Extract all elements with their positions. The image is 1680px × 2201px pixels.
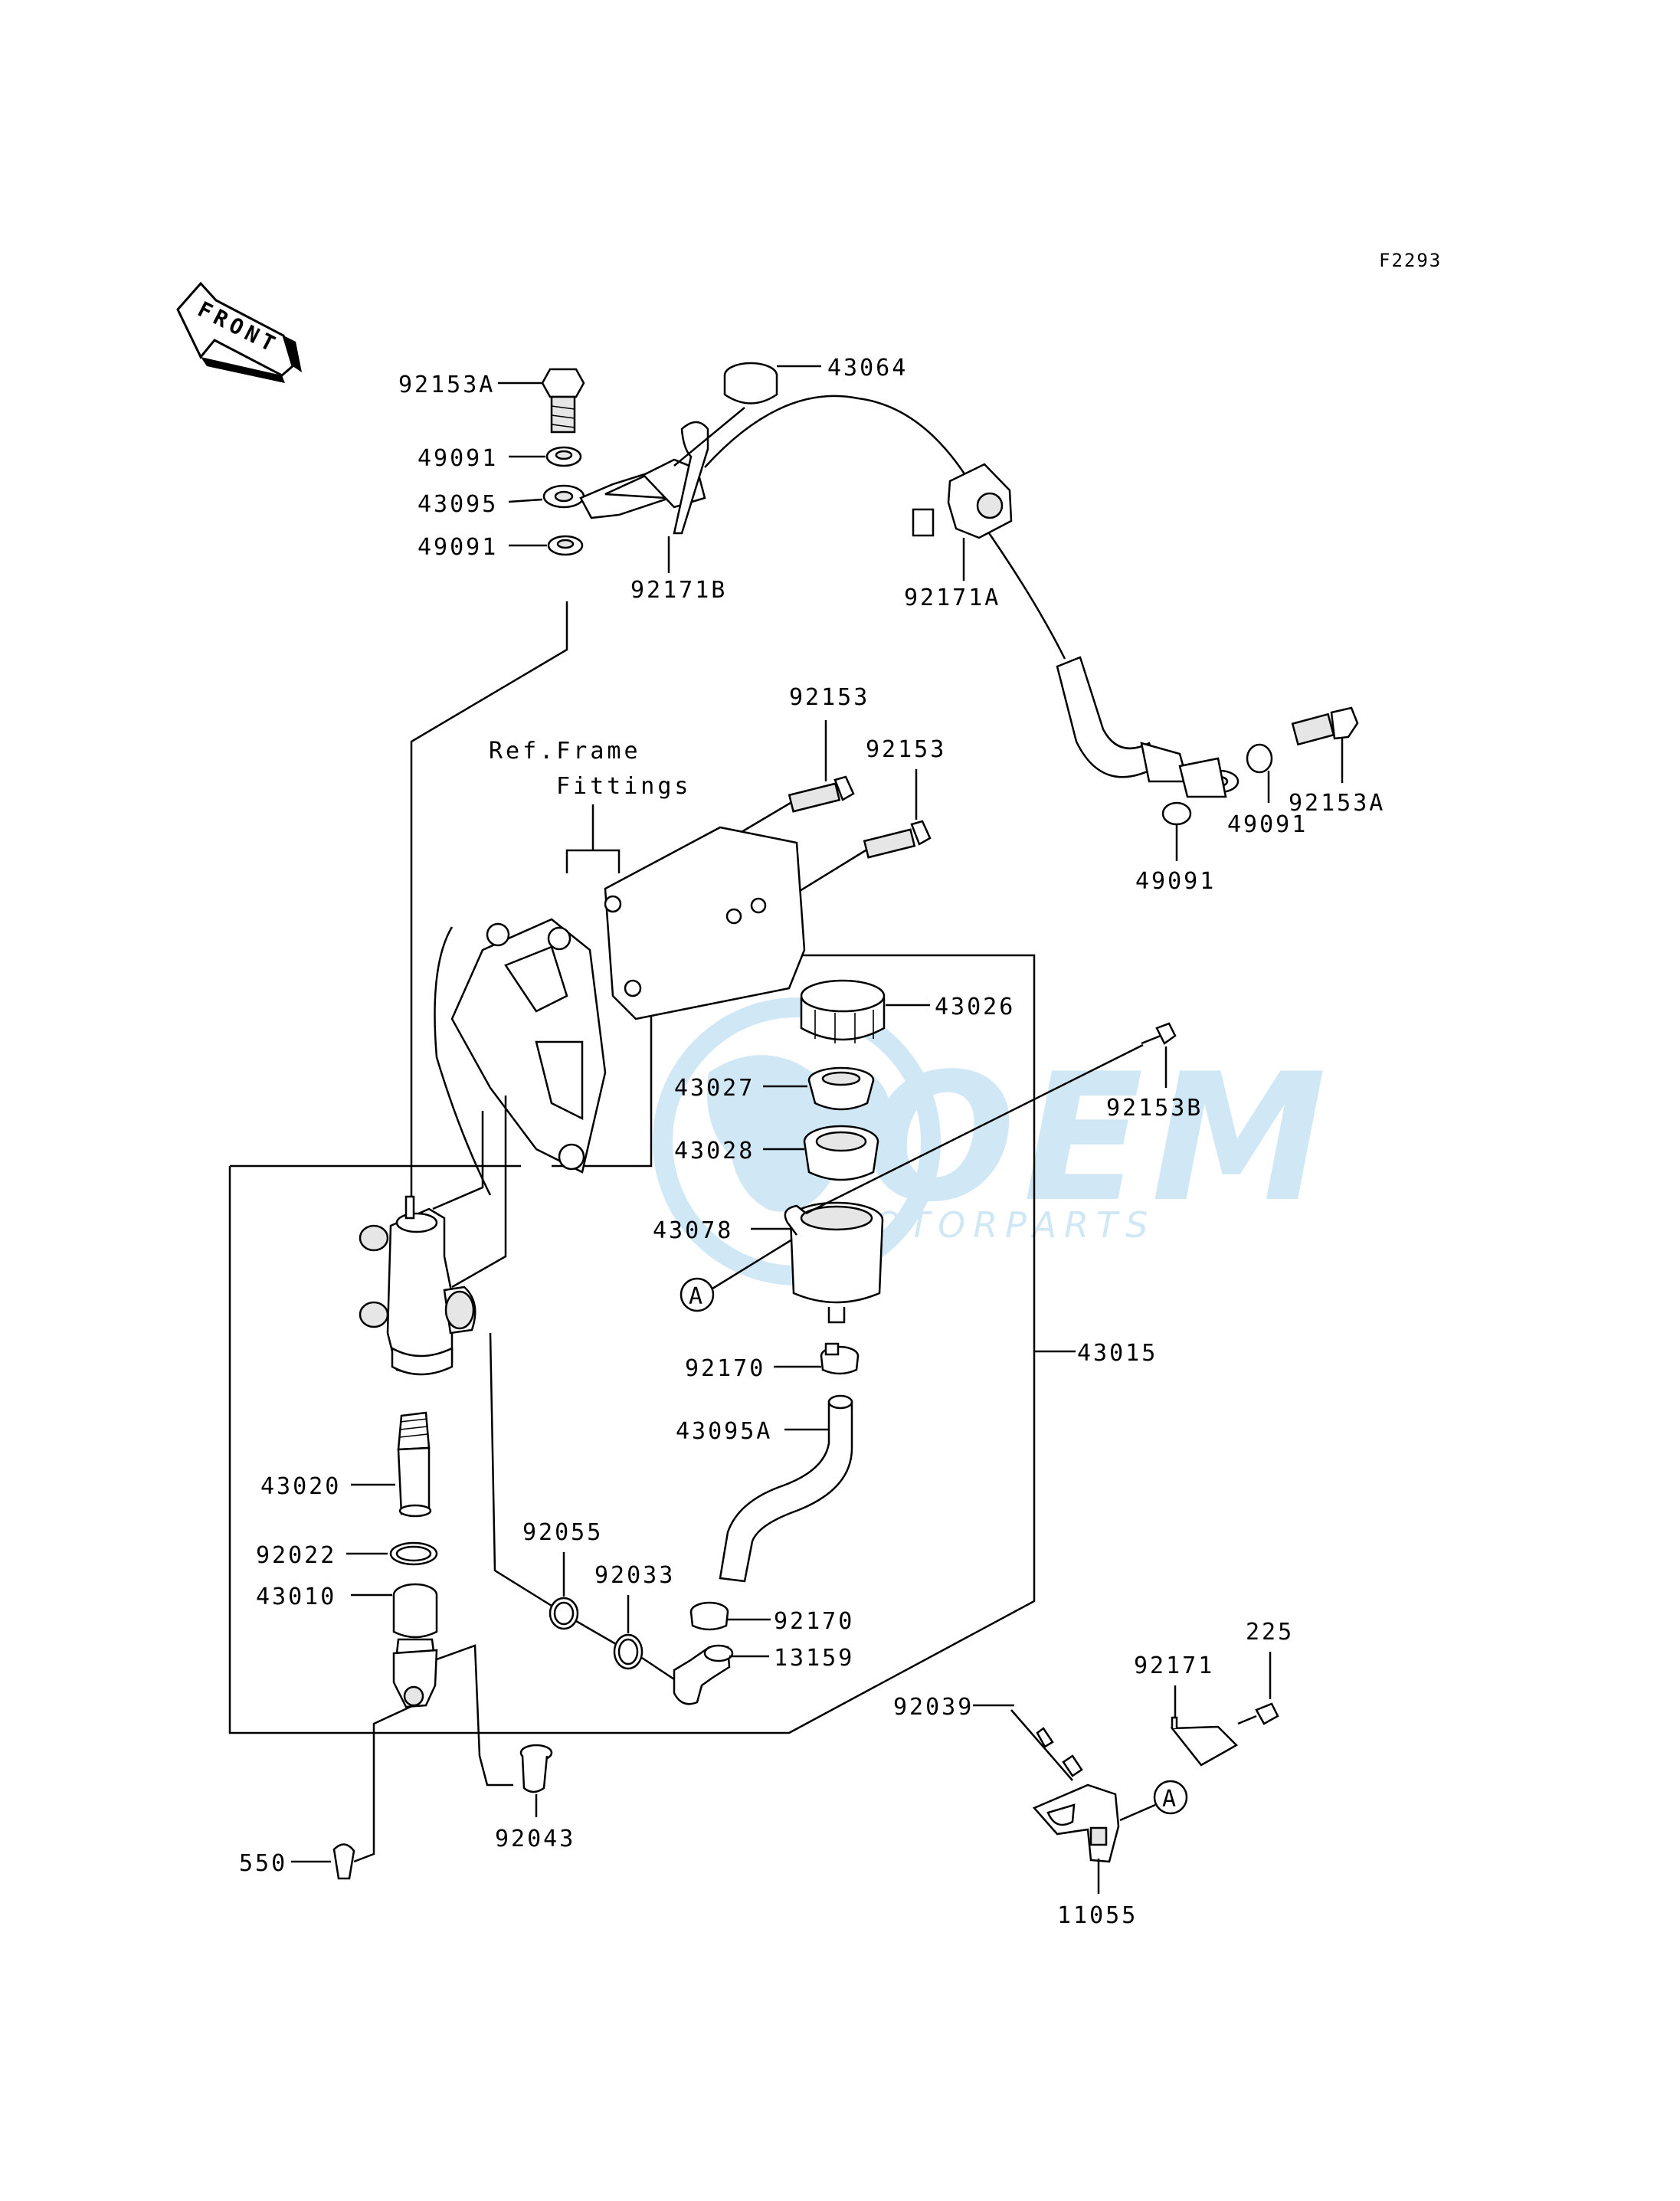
label-49091-a: 49091 (418, 445, 498, 472)
label-225: 225 (1246, 1619, 1294, 1646)
hose-clip-92171B (673, 421, 709, 535)
circlip-92033 (613, 1633, 644, 1670)
label-92153-a: 92153 (789, 684, 869, 711)
label-43015: 43015 (1077, 1340, 1158, 1367)
label-49091-d: 49091 (1135, 868, 1216, 895)
label-550: 550 (239, 1850, 287, 1877)
label-92170-a: 92170 (685, 1355, 765, 1382)
banjo-fitting-43095 (542, 458, 706, 519)
snap-ring-92022 (389, 1541, 438, 1566)
washer-49091-c (1246, 743, 1273, 774)
reservoir-cap-43026 (800, 979, 886, 1043)
diaphragm-plate-43027 (807, 1066, 875, 1111)
hose-clamp-92171A (912, 463, 1013, 539)
label-92153A-right: 92153A (1289, 790, 1385, 817)
label-43027: 43027 (674, 1075, 755, 1102)
hose-joint-13159 (673, 1644, 734, 1705)
banjo-fitting-right (1178, 757, 1240, 798)
cotter-pin-550 (332, 1843, 355, 1880)
label-92171A: 92171A (904, 585, 1000, 611)
label-43028: 43028 (674, 1138, 755, 1164)
o-ring-92055 (549, 1597, 579, 1630)
label-13159: 13159 (774, 1645, 854, 1672)
screw-92153B (1141, 1022, 1177, 1045)
bracket-92171 (1170, 1716, 1239, 1767)
clamp-92170-b (689, 1601, 729, 1631)
label-92055: 92055 (522, 1519, 603, 1546)
label-92153B: 92153B (1106, 1095, 1203, 1122)
label-92039: 92039 (893, 1694, 974, 1721)
label-43010: 43010 (256, 1584, 336, 1610)
label-49091-c: 49091 (1227, 811, 1308, 838)
grommet-43064 (723, 362, 778, 404)
label-43078: 43078 (653, 1217, 733, 1244)
callout-A-left (680, 1277, 715, 1312)
label-49091-b: 49091 (418, 534, 498, 561)
label-92033: 92033 (594, 1562, 675, 1589)
label-43064: 43064 (827, 355, 908, 382)
diaphragm-43028 (803, 1125, 879, 1181)
label-92170-b: 92170 (774, 1608, 854, 1635)
frame-bracket (434, 826, 806, 1196)
label-43020: 43020 (260, 1473, 341, 1500)
bolt-225 (1237, 1702, 1279, 1725)
callout-A-left-text: A (689, 1283, 702, 1310)
bolt-92153-a (788, 775, 855, 813)
banjo-bolt-92153A-top (541, 368, 585, 434)
callout-A-right (1153, 1780, 1188, 1815)
brake-hose (704, 395, 967, 476)
label-43095A: 43095A (676, 1418, 772, 1445)
watermark-brand: OEM (866, 1037, 1335, 1241)
label-92043: 92043 (495, 1826, 575, 1852)
watermark: OEM MOTORPARTS (653, 997, 1335, 1286)
label-11055: 11055 (1057, 1902, 1138, 1929)
washer-49091-d (1161, 801, 1192, 826)
label-92022: 92022 (256, 1542, 336, 1569)
label-92153A-top: 92153A (398, 372, 495, 398)
label-43026: 43026 (935, 994, 1015, 1020)
banjo-bolt-92153A-right (1291, 706, 1359, 746)
bracket-11055 (1032, 1783, 1120, 1863)
piston-spring-43020 (397, 1411, 432, 1518)
callout-A-right-text: A (1162, 1786, 1176, 1813)
label-43095: 43095 (418, 491, 498, 518)
ref-note-line1: Ref.Frame (489, 738, 641, 765)
bolt-92153-b (863, 820, 932, 859)
master-cylinder-body (359, 1195, 476, 1376)
assembly-box-outline (228, 954, 1036, 1734)
clamp-92170-a (820, 1342, 860, 1375)
reservoir-43078 (784, 1201, 884, 1324)
front-arrow-icon: FRONT (176, 281, 302, 383)
ref-note-line2: Fittings (556, 773, 692, 800)
clevis-pin-92043 (519, 1744, 553, 1793)
reservoir-hose-43095A (719, 1400, 853, 1583)
switch-92039 (1010, 1709, 1083, 1781)
label-92153-b: 92153 (866, 736, 946, 763)
label-92171: 92171 (1134, 1652, 1214, 1679)
push-rod-43010 (392, 1583, 438, 1708)
figure-code: F2293 (1379, 250, 1442, 271)
watermark-tagline: MOTORPARTS (835, 1204, 1155, 1246)
label-92171B: 92171B (630, 577, 727, 604)
